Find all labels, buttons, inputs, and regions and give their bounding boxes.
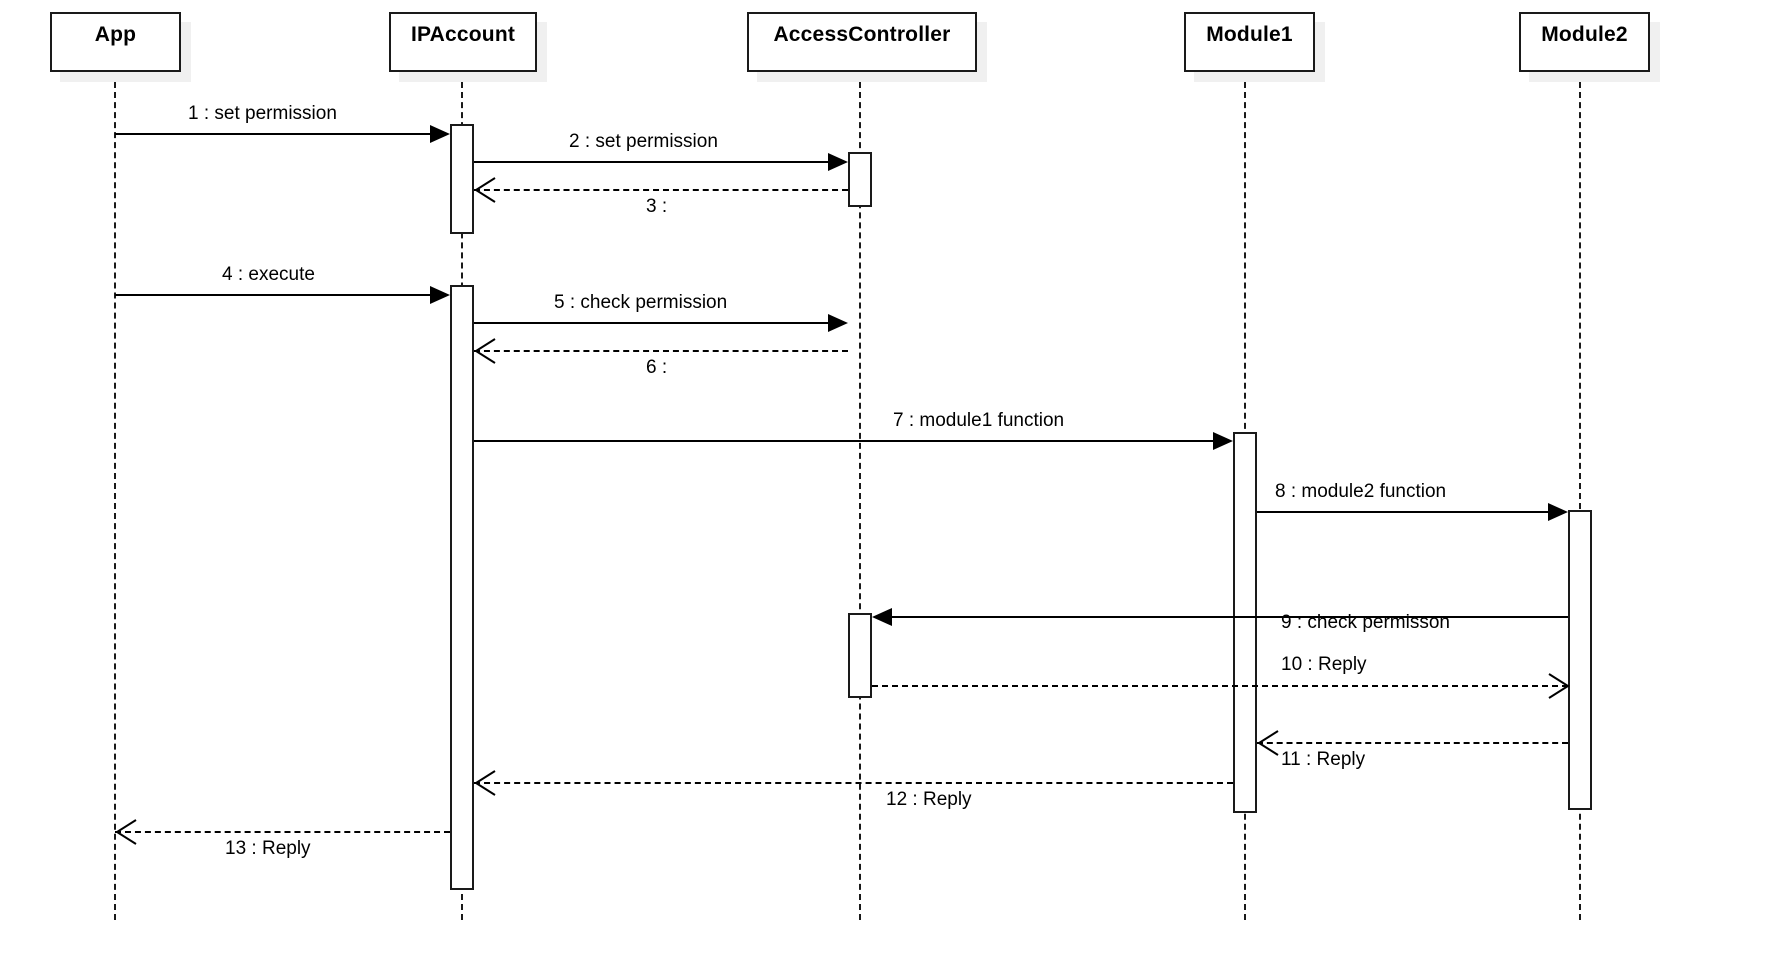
message-label-3: 3 :: [646, 196, 668, 217]
message-label-9: 9 : check permisson: [1281, 612, 1450, 633]
message-line-4[interactable]: [115, 294, 430, 296]
lifeline-module2: [1579, 72, 1581, 920]
message-arrowhead-10: [1548, 673, 1570, 699]
message-line-1[interactable]: [115, 133, 430, 135]
message-line-9[interactable]: [892, 616, 1568, 618]
activation-bar-ipaccount[interactable]: [450, 285, 474, 890]
participant-box-module2[interactable]: Module2: [1519, 12, 1650, 72]
message-label-5: 5 : check permission: [554, 292, 728, 313]
message-label-11: 11 : Reply: [1281, 749, 1366, 770]
message-line-5[interactable]: [474, 322, 828, 324]
message-arrowhead-3: [474, 177, 496, 203]
participant-label-module1: Module1: [1206, 23, 1293, 46]
participant-box-app[interactable]: App: [50, 12, 181, 72]
activation-bar-module1[interactable]: [1233, 432, 1257, 813]
lifeline-accesscontroller: [859, 72, 861, 920]
message-line-6[interactable]: [474, 350, 848, 352]
activation-bar-accesscontroller[interactable]: [848, 613, 872, 698]
message-arrowhead-11: [1257, 730, 1279, 756]
activation-bar-accesscontroller[interactable]: [848, 152, 872, 207]
message-arrowhead-5: [828, 314, 848, 332]
message-line-7[interactable]: [474, 440, 1213, 442]
message-arrowhead-7: [1213, 432, 1233, 450]
message-label-6: 6 :: [646, 357, 668, 378]
message-label-8: 8 : module2 function: [1275, 481, 1447, 502]
message-arrowhead-8: [1548, 503, 1568, 521]
message-label-1: 1 : set permission: [188, 103, 337, 124]
message-arrowhead-4: [430, 286, 450, 304]
lifeline-app: [114, 72, 116, 920]
message-line-3[interactable]: [474, 189, 848, 191]
message-arrowhead-2: [828, 153, 848, 171]
message-line-2[interactable]: [474, 161, 828, 163]
participant-label-ipaccount: IPAccount: [410, 23, 516, 46]
message-label-7: 7 : module1 function: [893, 410, 1065, 431]
participant-label-accesscontroller: AccessController: [773, 23, 951, 46]
message-line-12[interactable]: [474, 782, 1233, 784]
message-arrowhead-13: [115, 819, 137, 845]
participant-label-app: App: [94, 23, 137, 46]
message-line-8[interactable]: [1257, 511, 1548, 513]
message-label-4: 4 : execute: [222, 264, 315, 285]
participant-label-module2: Module2: [1541, 23, 1628, 46]
message-arrowhead-1: [430, 125, 450, 143]
message-label-2: 2 : set permission: [569, 131, 718, 152]
message-arrowhead-9: [872, 608, 892, 626]
message-line-13[interactable]: [115, 831, 450, 833]
participant-box-ipaccount[interactable]: IPAccount: [389, 12, 537, 72]
message-label-10: 10 : Reply: [1281, 654, 1367, 675]
message-label-13: 13 : Reply: [225, 838, 311, 859]
message-line-10[interactable]: [872, 685, 1568, 687]
message-line-11[interactable]: [1257, 742, 1568, 744]
participant-box-module1[interactable]: Module1: [1184, 12, 1315, 72]
message-label-12: 12 : Reply: [886, 789, 972, 810]
message-arrowhead-6: [474, 338, 496, 364]
activation-bar-ipaccount[interactable]: [450, 124, 474, 234]
message-arrowhead-12: [474, 770, 496, 796]
activation-bar-module2[interactable]: [1568, 510, 1592, 810]
participant-box-accesscontroller[interactable]: AccessController: [747, 12, 977, 72]
